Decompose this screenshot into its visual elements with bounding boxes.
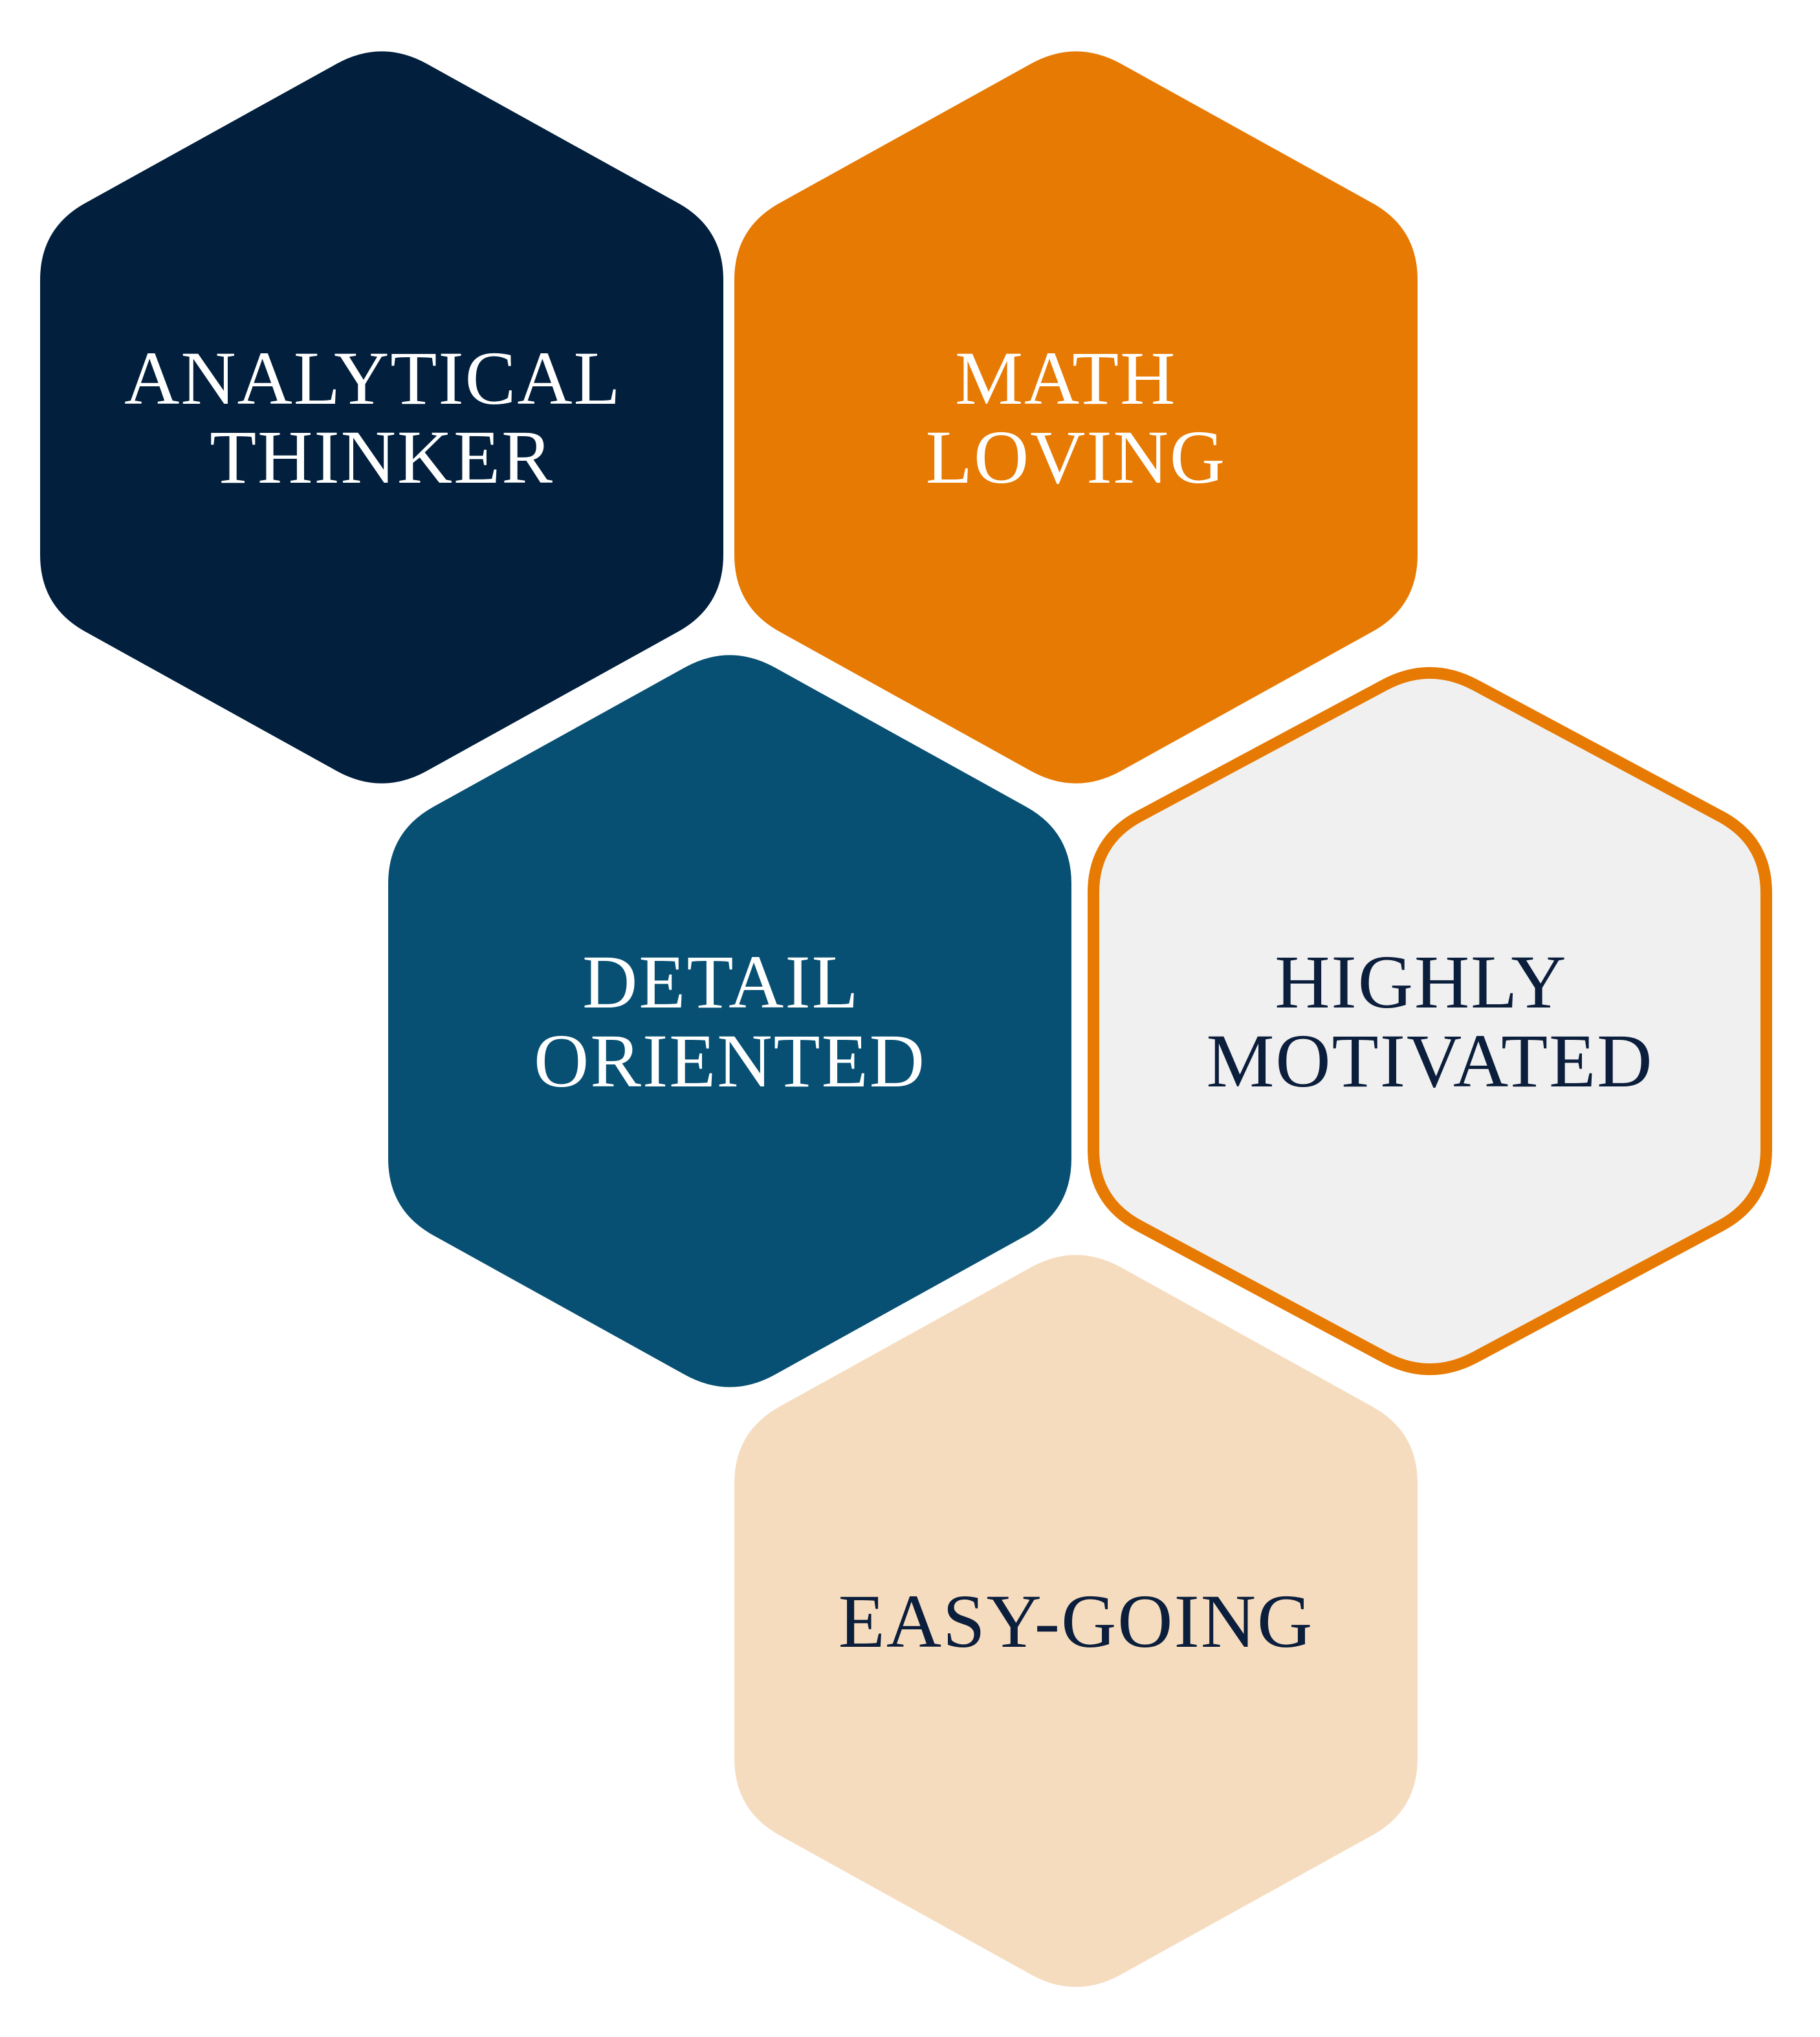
hexagon-detail-oriented: DETAIL ORIENTED (388, 655, 1071, 1387)
label-line: EASY-GOING (839, 1579, 1314, 1664)
hexagon-shape (1088, 667, 1772, 1375)
label-line: ANALYTICAL (124, 336, 619, 421)
hexagon-label: HIGHLY MOTIVATED (1206, 940, 1653, 1103)
hexagon-shape (40, 51, 723, 784)
hexagon-shape (734, 51, 1418, 784)
label-line: MATH (955, 336, 1176, 421)
hexagon-shape (388, 655, 1071, 1387)
label-line: MOTIVATED (1206, 1018, 1653, 1103)
hexagon-analytical-thinker: ANALYTICAL THINKER (40, 51, 723, 784)
label-line: THINKER (210, 415, 554, 500)
hexagon-math-loving: MATH LOVING (734, 51, 1418, 784)
label-line: HIGHLY (1275, 940, 1564, 1024)
hexagon-label: ANALYTICAL THINKER (124, 336, 639, 500)
hexagon-label: DETAIL ORIENTED (534, 940, 926, 1103)
hexagon-label: MATH LOVING (926, 336, 1226, 500)
label-line: DETAIL (582, 940, 857, 1024)
hexagon-label: EASY-GOING (839, 1579, 1314, 1664)
label-line: ORIENTED (534, 1018, 926, 1103)
label-line: LOVING (926, 415, 1226, 500)
hexagon-shape (734, 1255, 1418, 1987)
hexagon-highly-motivated: HIGHLY MOTIVATED (1088, 667, 1772, 1375)
hexagon-easy-going: EASY-GOING (734, 1255, 1418, 1987)
